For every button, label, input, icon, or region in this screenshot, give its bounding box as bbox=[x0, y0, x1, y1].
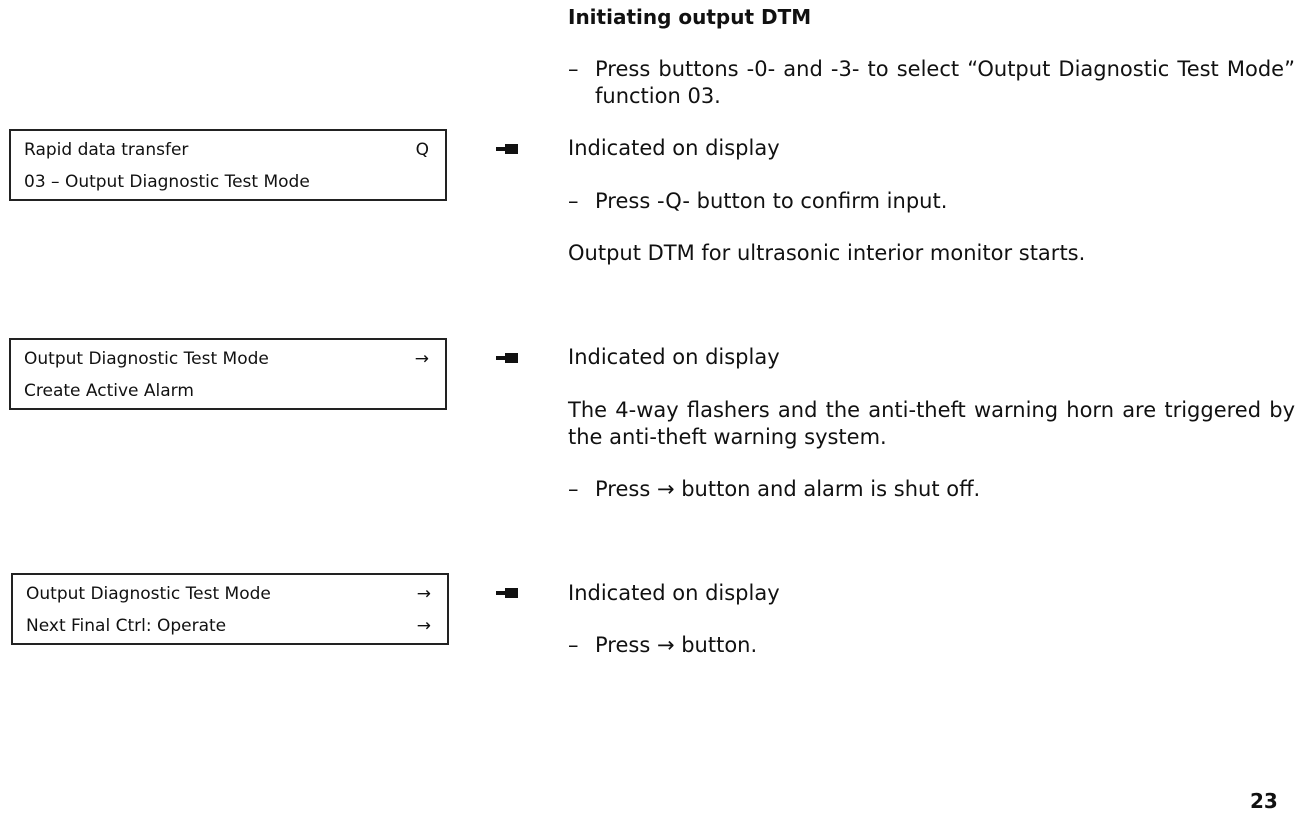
display-key-q: Q bbox=[415, 140, 429, 160]
pointing-hand-icon bbox=[496, 144, 518, 154]
display-line-1: Output Diagnostic Test Mode → bbox=[24, 347, 429, 371]
step-dash: – bbox=[568, 477, 579, 501]
page-number: 23 bbox=[1250, 789, 1278, 813]
display-rapid-data-transfer: Rapid data transfer Q 03 – Output Diagno… bbox=[9, 129, 447, 201]
indicated-on-display: Indicated on display bbox=[568, 581, 780, 605]
dtm-starts-note: Output DTM for ultrasonic interior monit… bbox=[568, 241, 1086, 265]
step-dash: – bbox=[568, 189, 579, 213]
step-text: Press → button and alarm is shut off. bbox=[595, 477, 981, 501]
display-line-text: 03 – Output Diagnostic Test Mode bbox=[24, 172, 310, 192]
pointing-hand-icon bbox=[496, 353, 518, 363]
display-line-2: 03 – Output Diagnostic Test Mode bbox=[24, 170, 429, 194]
display-arrow-key: → bbox=[414, 349, 429, 369]
step-text: Press → button. bbox=[595, 633, 758, 657]
display-line-2: Next Final Ctrl: Operate → bbox=[26, 614, 431, 638]
step-text: Press -Q- button to confirm input. bbox=[595, 189, 948, 213]
display-line-text: Output Diagnostic Test Mode bbox=[26, 584, 271, 604]
display-arrow-key: → bbox=[416, 616, 431, 636]
step-select-function: – Press buttons -0- and -3- to select “O… bbox=[568, 56, 1295, 110]
step-confirm-input: – Press -Q- button to confirm input. bbox=[568, 188, 1295, 215]
indicated-on-display: Indicated on display bbox=[568, 136, 780, 160]
display-line-text: Create Active Alarm bbox=[24, 381, 194, 401]
indicated-on-display: Indicated on display bbox=[568, 345, 780, 369]
step-dash: – bbox=[568, 633, 579, 657]
step-press-arrow: – Press → button. bbox=[568, 632, 1295, 659]
display-line-text: Next Final Ctrl: Operate bbox=[26, 616, 227, 636]
display-arrow-key: → bbox=[416, 584, 431, 604]
display-line-text: Output Diagnostic Test Mode bbox=[24, 349, 269, 369]
display-line-text: Rapid data transfer bbox=[24, 140, 189, 160]
display-line-2: Create Active Alarm bbox=[24, 379, 429, 403]
display-create-active-alarm: Output Diagnostic Test Mode → Create Act… bbox=[9, 338, 447, 410]
step-shut-off-alarm: – Press → button and alarm is shut off. bbox=[568, 476, 1295, 503]
step-text: Press buttons -0- and -3- to select “Out… bbox=[595, 57, 1295, 108]
pointing-hand-icon bbox=[496, 588, 518, 598]
section-heading: Initiating output DTM bbox=[568, 5, 812, 29]
flashers-horn-note: The 4-way flashers and the anti-theft wa… bbox=[568, 398, 1295, 449]
display-line-1: Output Diagnostic Test Mode → bbox=[26, 582, 431, 606]
display-next-final-ctrl: Output Diagnostic Test Mode → Next Final… bbox=[11, 573, 449, 645]
step-dash: – bbox=[568, 57, 579, 81]
display-line-1: Rapid data transfer Q bbox=[24, 138, 429, 162]
